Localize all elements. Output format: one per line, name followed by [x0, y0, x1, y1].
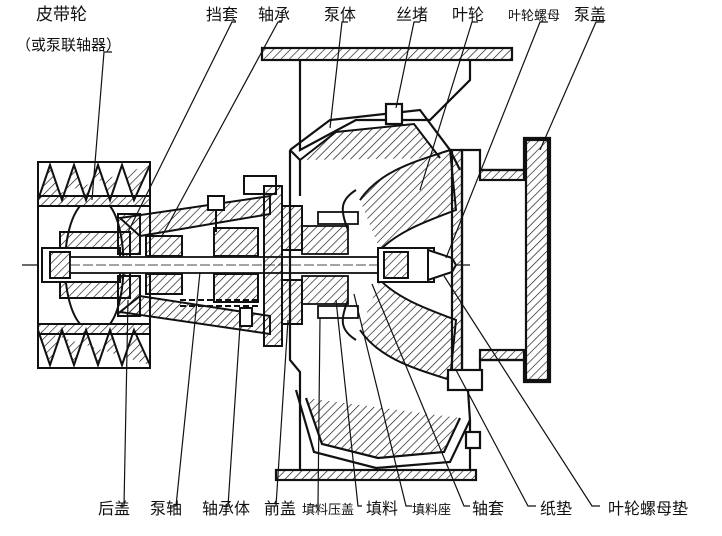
impeller — [341, 148, 458, 382]
label-plug: 丝堵 — [396, 5, 429, 24]
label-paper-gasket: 纸垫 — [540, 499, 573, 518]
stuffing-box — [301, 211, 359, 319]
label-packing: 填料 — [366, 499, 399, 518]
label-impeller: 叶轮 — [452, 5, 485, 24]
label-bearing: 轴承 — [258, 5, 291, 24]
label-packing-gland: 填料压盖 — [302, 503, 355, 518]
pulley — [37, 161, 151, 369]
label-back-cover: 后盖 — [98, 499, 131, 518]
label-front-cover: 前盖 — [264, 499, 297, 518]
label-impeller-nut-washer: 叶轮螺母垫 — [608, 499, 689, 518]
label-impeller-nut: 叶轮螺母 — [508, 9, 561, 24]
pulley-title-line-1: 皮带轮 — [36, 5, 87, 25]
label-bearing-housing: 轴承体 — [202, 499, 251, 518]
label-shaft-sleeve: 轴套 — [472, 499, 505, 518]
leader-lines — [91, 21, 604, 507]
label-retaining-sleeve: 挡套 — [206, 5, 239, 24]
label-pump-shaft: 泵轴 — [150, 499, 183, 518]
pulley-title-line-2: （或泵联轴器） — [16, 36, 122, 54]
label-pump-body: 泵体 — [324, 5, 357, 24]
pump-cover — [446, 136, 552, 392]
label-pump-cover: 泵盖 — [574, 5, 607, 24]
label-packing-seat: 填料座 — [412, 503, 452, 518]
pump-body — [260, 46, 514, 482]
